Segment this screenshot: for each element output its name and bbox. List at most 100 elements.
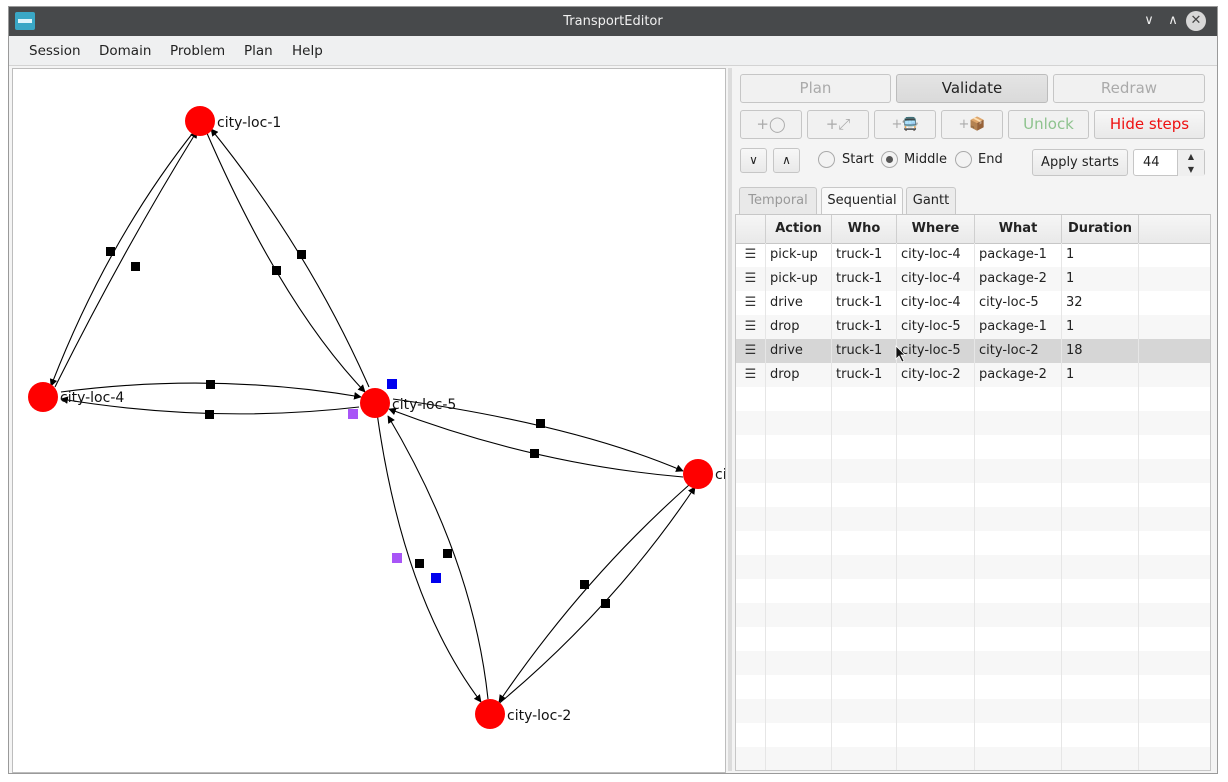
cell-empty [1062,723,1139,747]
cell-empty [736,675,766,699]
cell-filler [1139,363,1210,387]
drag-handle-icon[interactable]: ☰ [736,339,766,363]
tab-temporal[interactable]: Temporal [739,187,817,214]
cell-empty [897,483,975,507]
menu-problem[interactable]: Problem [170,43,226,59]
plan-button[interactable]: Plan [740,74,891,103]
road-marker [106,247,115,256]
redraw-button[interactable]: Redraw [1053,74,1205,103]
cell-empty [897,507,975,531]
cell-filler [1139,267,1210,291]
tab-sequential[interactable]: Sequential [821,187,903,214]
starts-spinner[interactable]: 44 ▲ ▼ [1133,149,1205,176]
table-row-empty [736,411,1210,435]
drag-handle-icon[interactable]: ☰ [736,243,766,267]
node-label: cit [715,467,725,483]
cell-empty [1139,483,1210,507]
starts-value[interactable]: 44 [1143,155,1160,170]
close-icon[interactable]: ✕ [1186,11,1206,31]
drag-handle-icon[interactable]: ☰ [736,291,766,315]
cell-empty [832,723,897,747]
step-down-button[interactable]: ∨ [740,148,767,173]
cell-empty [736,459,766,483]
road-marker [530,449,539,458]
table-row-empty [736,555,1210,579]
column-header[interactable]: What [975,215,1062,243]
minimize-icon[interactable]: ∨ [1144,13,1154,28]
radio-start[interactable] [818,151,835,168]
radio-start-label: Start [842,152,874,167]
cell-empty [832,459,897,483]
cell-empty [1139,723,1210,747]
cell-empty [832,699,897,723]
app-window: TransportEditor ∨ ∧ ✕ Session Domain Pro… [8,6,1218,774]
cell-empty [1139,387,1210,411]
cell-empty [832,675,897,699]
table-row-empty [736,675,1210,699]
road-marker [272,266,281,275]
add-vehicle-button[interactable]: +🚍 [874,110,936,139]
maximize-icon[interactable]: ∧ [1168,13,1178,28]
column-header[interactable]: Duration [1062,215,1139,243]
cell-empty [832,531,897,555]
column-header[interactable]: Where [897,215,975,243]
spinner-up-icon[interactable]: ▲ [1177,150,1204,163]
add-road-button[interactable]: +⤢ [807,110,869,139]
step-up-button[interactable]: ∧ [773,148,800,173]
road-edge [205,130,366,393]
split-divider[interactable] [728,68,732,771]
hide-steps-button[interactable]: Hide steps [1094,110,1205,139]
tab-gantt[interactable]: Gantt [906,187,956,214]
node-label: city-loc-4 [60,390,124,406]
cell-empty [1139,675,1210,699]
cell-duration: 18 [1062,339,1139,363]
cell-action: pick-up [766,267,832,291]
column-header-filler [1139,215,1210,243]
cell-empty [897,603,975,627]
cell-empty [832,483,897,507]
validate-button[interactable]: Validate [896,74,1048,103]
menu-session[interactable]: Session [29,43,81,59]
cell-empty [975,387,1062,411]
cell-empty [1062,387,1139,411]
radio-middle[interactable] [881,151,898,168]
package-marker [392,553,402,563]
cell-empty [832,435,897,459]
cell-empty [736,531,766,555]
cell-empty [1139,603,1210,627]
drag-handle-icon[interactable]: ☰ [736,315,766,339]
cell-empty [1139,579,1210,603]
cell-empty [832,411,897,435]
menu-plan[interactable]: Plan [244,43,273,59]
menu-help[interactable]: Help [292,43,323,59]
spinner-down-icon[interactable]: ▼ [1177,163,1204,176]
road-edge [49,128,197,387]
apply-starts-button[interactable]: Apply starts [1032,149,1128,176]
table-row-empty [736,435,1210,459]
drag-handle-icon[interactable]: ☰ [736,363,766,387]
add-package-button[interactable]: +📦 [941,110,1003,139]
cell-who: truck-1 [832,267,897,291]
menu-domain[interactable]: Domain [99,43,152,59]
graph-svg: city-loc-1 city-loc-4 city-loc-5 cit cit… [28,106,725,729]
graph-canvas[interactable]: city-loc-1 city-loc-4 city-loc-5 cit cit… [12,68,726,773]
add-location-button[interactable]: +◯ [740,110,802,139]
cell-empty [897,411,975,435]
column-header[interactable]: Action [766,215,832,243]
app-icon [15,12,35,30]
unlock-button[interactable]: Unlock [1008,110,1089,139]
cell-empty [766,387,832,411]
node-label: city-loc-1 [217,115,281,131]
road-edge [495,486,696,707]
drag-handle-icon[interactable]: ☰ [736,267,766,291]
road-marker [443,549,452,558]
road-marker [580,580,589,589]
column-header[interactable]: Who [832,215,897,243]
radio-end[interactable] [955,151,972,168]
